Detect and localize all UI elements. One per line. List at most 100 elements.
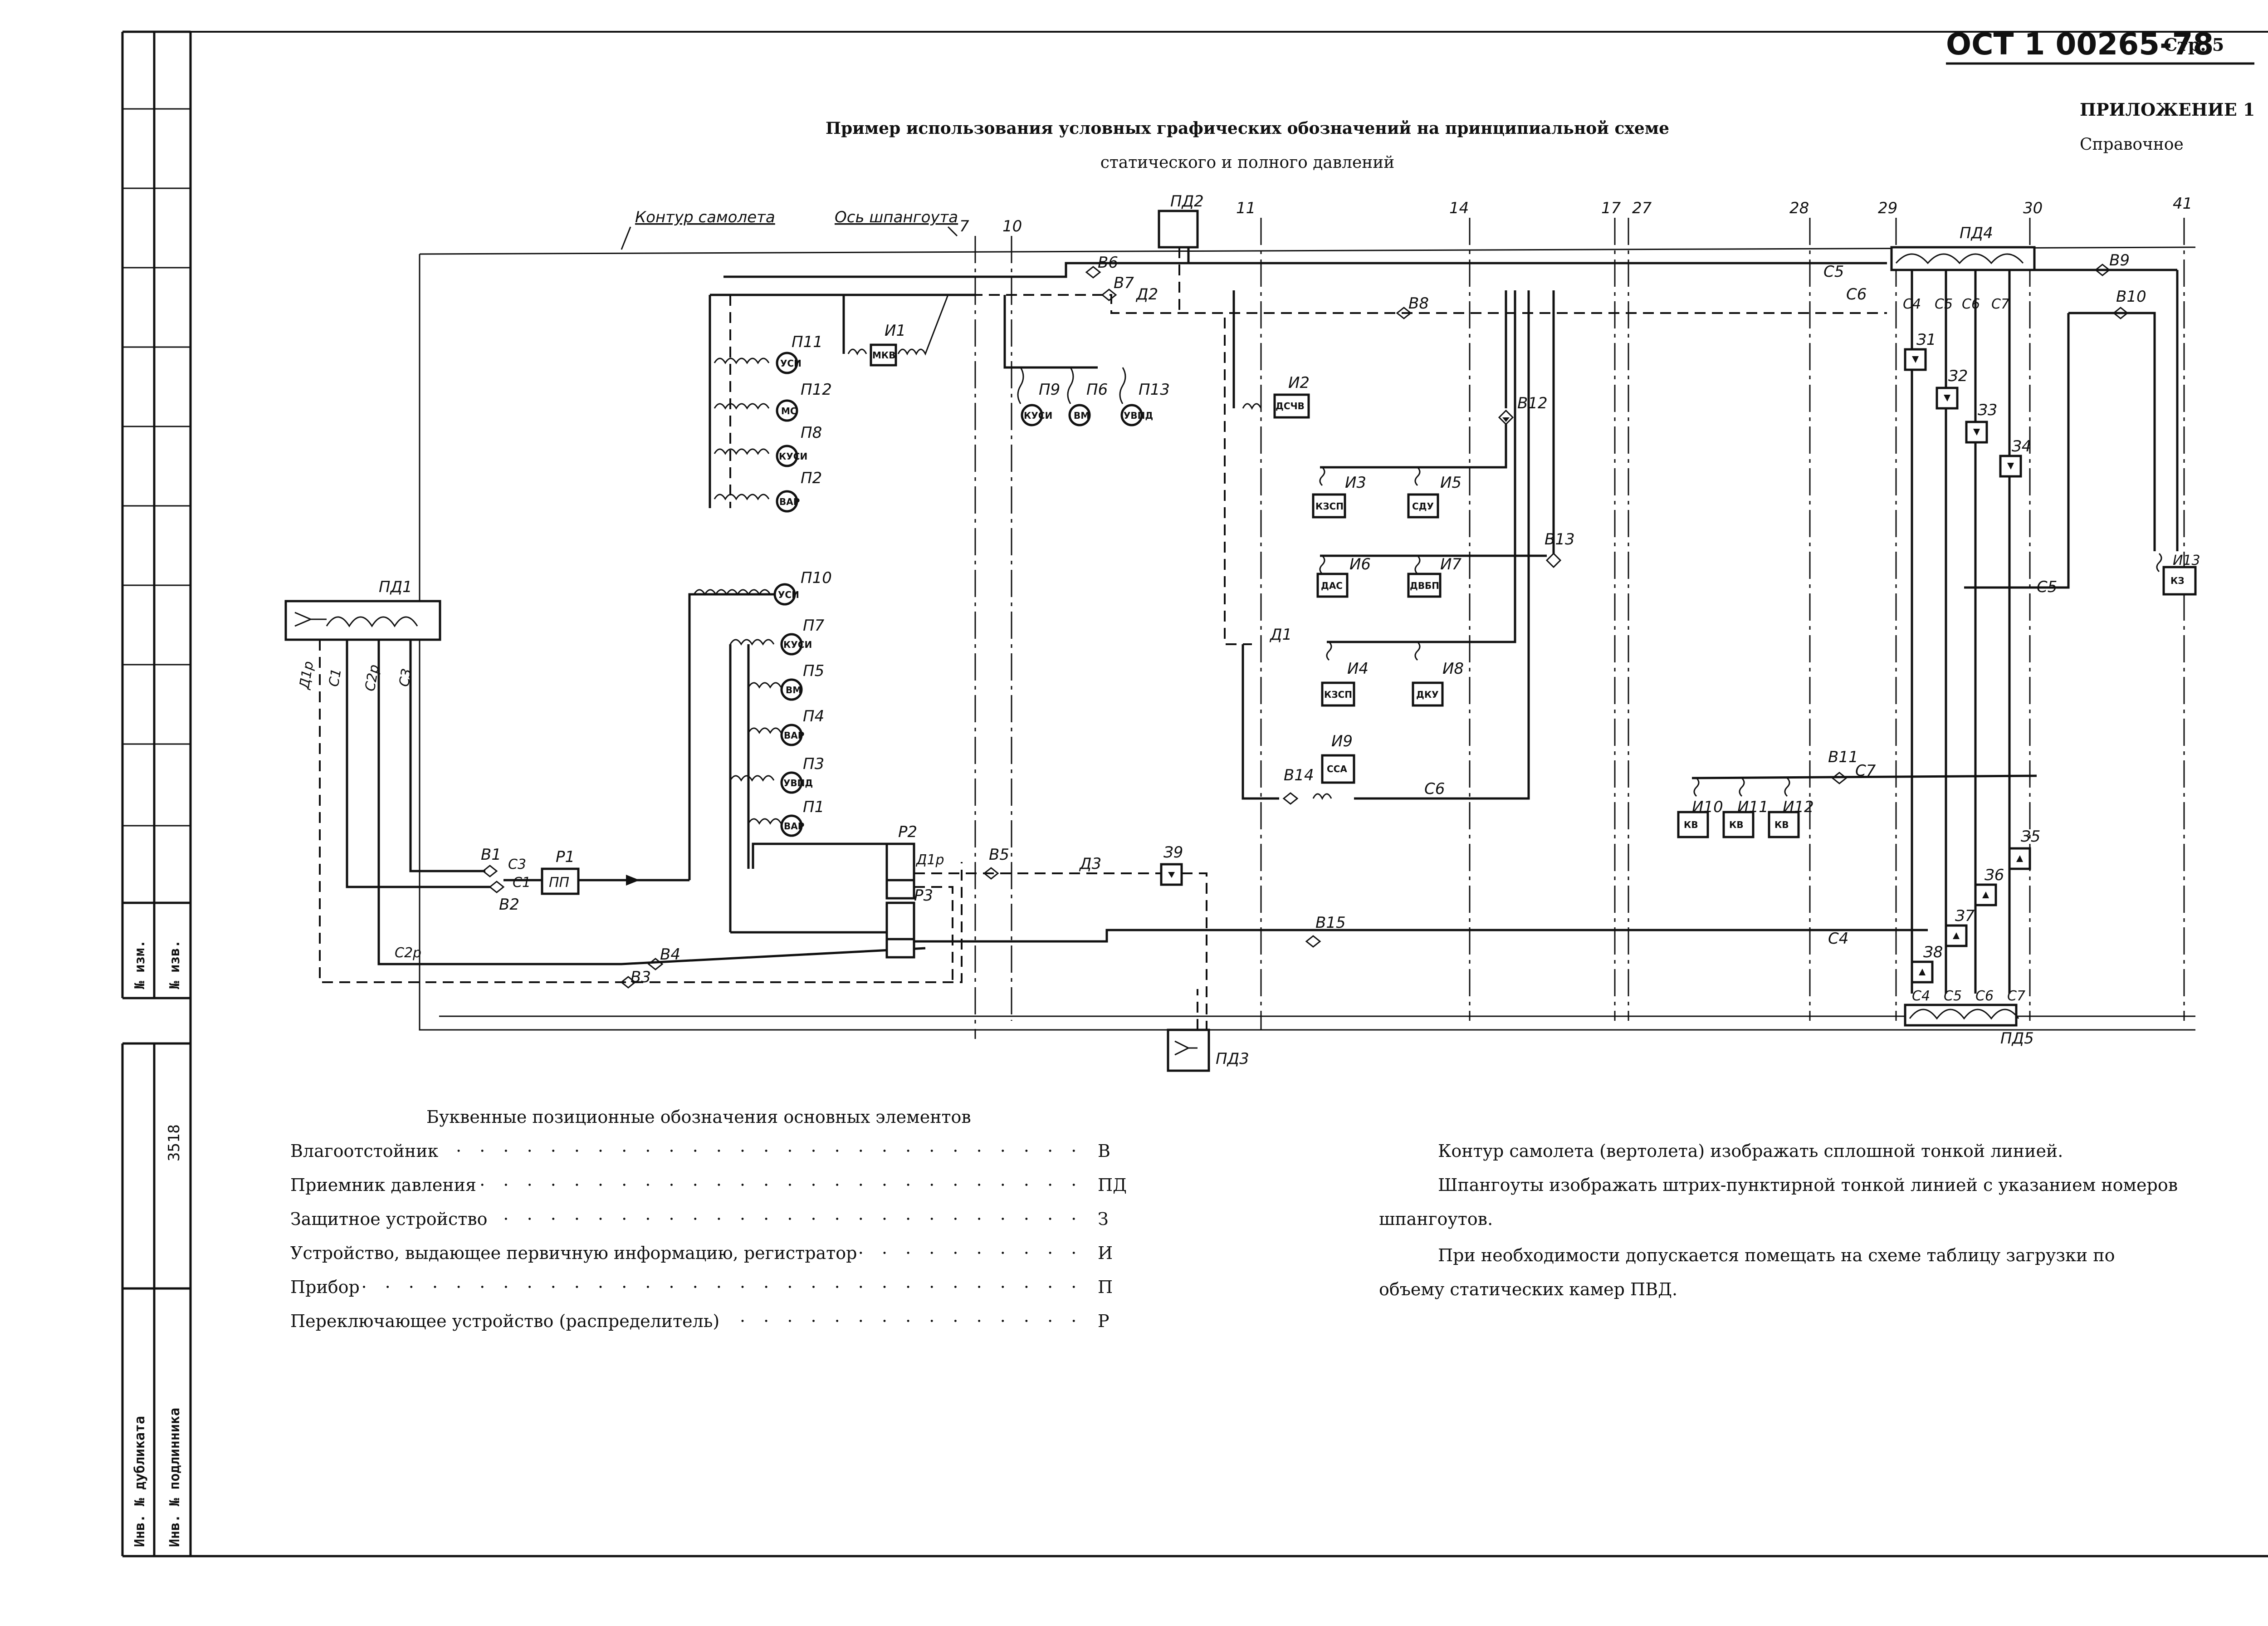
svg-text:В9: В9 — [2109, 251, 2130, 269]
svg-text:И13: И13 — [2173, 553, 2200, 568]
legend-row-code: Р — [1098, 1311, 1110, 1331]
schematic-diagram: Контур самолета Ось шпангоута 7 10 11 14… — [284, 192, 2200, 1072]
svg-text:П9: П9 — [1039, 381, 1060, 399]
note-2a: Шпангоуты изображать штрих-пунктирной то… — [1438, 1175, 2178, 1195]
svg-text:ВМ: ВМ — [1074, 410, 1090, 421]
svg-text:ВМ: ВМ — [786, 685, 802, 695]
svg-text:Р3: Р3 — [914, 886, 933, 905]
legend-row-code: ПД — [1098, 1175, 1127, 1195]
figure-title-line1: Пример использования условных графически… — [826, 119, 1669, 138]
svg-text:З9: З9 — [1163, 843, 1183, 862]
legend-row-2: · · · · · · · · · · · · · · · · · · · · … — [290, 1175, 1127, 1195]
svg-text:Д1р: Д1р — [296, 660, 317, 691]
svg-text:С5: С5 — [1935, 296, 1953, 312]
svg-text:С3: С3 — [396, 667, 415, 688]
appendix-type: Справочное — [2080, 135, 2184, 154]
svg-text:В13: В13 — [1545, 530, 1575, 549]
svg-text:УВПД: УВПД — [1124, 410, 1153, 421]
stamp-inv-number: 3518 — [165, 1124, 183, 1161]
legend-row-name: Защитное устройство — [290, 1209, 490, 1229]
svg-text:П5: П5 — [803, 662, 824, 680]
legend-row-code: В — [1098, 1141, 1110, 1161]
svg-text:КЗ: КЗ — [2170, 575, 2185, 586]
svg-text:КЗСП: КЗСП — [1315, 501, 1344, 512]
svg-text:ДСЧВ: ДСЧВ — [1276, 401, 1305, 411]
svg-text:И8: И8 — [1442, 660, 1464, 678]
svg-text:И12: И12 — [1783, 798, 1814, 816]
legend-row-4: · · · · · · · · · · · · · · · · · · · · … — [290, 1243, 1113, 1263]
figure-title-line2: статического и полного давлений — [1100, 153, 1395, 172]
instrument-group-lower: УСИ П10 КУСИ П7 ВМ П5 ВАР П4 УВПД П3 ВАР… — [693, 569, 832, 837]
legend-row-code: З — [1098, 1209, 1109, 1229]
note-2b: шпангоутов. — [1379, 1209, 1493, 1229]
svg-text:ДКУ: ДКУ — [1416, 689, 1439, 700]
svg-text:КВ: КВ — [1729, 819, 1744, 830]
svg-text:ПД1: ПД1 — [379, 578, 412, 596]
svg-text:С6: С6 — [1962, 296, 1980, 312]
note-3b: объему статических камер ПВД. — [1379, 1279, 1678, 1299]
svg-text:З3: З3 — [1978, 401, 1997, 419]
svg-text:ПД4: ПД4 — [1960, 224, 1993, 242]
svg-text:С7: С7 — [1855, 762, 1876, 780]
page-number: Стр. 5 — [2164, 34, 2224, 55]
stamp-izv: № изв. — [167, 940, 183, 989]
svg-text:П2: П2 — [801, 469, 822, 487]
svg-text:З2: З2 — [1948, 367, 1968, 385]
svg-text:СДУ: СДУ — [1412, 501, 1434, 512]
stamp-izm: № изм. — [132, 940, 148, 989]
svg-text:В3: В3 — [631, 968, 651, 986]
svg-text:Р2: Р2 — [898, 823, 917, 841]
legend-row-name: Влагоотстойник — [290, 1141, 441, 1161]
svg-text:14: 14 — [1449, 199, 1469, 217]
svg-text:30: 30 — [2023, 199, 2043, 217]
svg-text:З6: З6 — [1984, 866, 2004, 884]
legend-row-3: · · · · · · · · · · · · · · · · · · · · … — [290, 1209, 1109, 1229]
note-1: Контур самолета (вертолета) изображать с… — [1438, 1141, 2063, 1161]
svg-text:С5: С5 — [1823, 263, 1844, 281]
svg-text:С4: С4 — [1828, 930, 1848, 948]
svg-text:Д1р: Д1р — [915, 852, 944, 868]
legend-row-name: Прибор — [290, 1277, 362, 1297]
svg-text:МКВ: МКВ — [872, 350, 896, 361]
svg-text:С6: С6 — [1846, 285, 1867, 304]
svg-text:С6: С6 — [1975, 988, 1994, 1004]
svg-text:И6: И6 — [1349, 555, 1371, 573]
svg-text:ВАР: ВАР — [784, 821, 804, 832]
note-3a: При необходимости допускается помещать н… — [1438, 1245, 2115, 1265]
svg-text:П12: П12 — [801, 381, 832, 399]
svg-text:КВ: КВ — [1774, 819, 1789, 830]
svg-text:Д2: Д2 — [1135, 285, 1158, 304]
svg-text:В4: В4 — [660, 945, 680, 964]
svg-text:29: 29 — [1878, 199, 1897, 217]
svg-text:КУСИ: КУСИ — [783, 639, 812, 650]
svg-text:С7: С7 — [2007, 988, 2025, 1004]
svg-text:КВ: КВ — [1684, 819, 1698, 830]
protective-devices: З1 З2 З3 З4 З5 З6 З7 З8 — [1904, 331, 2040, 984]
svg-text:П7: П7 — [803, 617, 825, 635]
svg-text:КУСИ: КУСИ — [1024, 410, 1052, 421]
svg-text:П8: П8 — [801, 424, 822, 442]
doc-number: ОСТ 1 00265-78 — [1946, 27, 2214, 62]
appendix-label: ПРИЛОЖЕНИЕ 1 — [2080, 99, 2255, 120]
svg-text:ПД2: ПД2 — [1170, 192, 1204, 211]
svg-text:28: 28 — [1789, 199, 1809, 217]
svg-text:З1: З1 — [1916, 331, 1936, 349]
svg-text:С7: С7 — [1991, 296, 2009, 312]
svg-text:И2: И2 — [1288, 374, 1310, 392]
svg-text:В1: В1 — [481, 846, 501, 864]
svg-text:17: 17 — [1601, 199, 1621, 217]
svg-text:И4: И4 — [1347, 660, 1369, 678]
svg-text:П13: П13 — [1139, 381, 1170, 399]
svg-text:10: 10 — [1002, 217, 1022, 235]
svg-text:УВПД: УВПД — [783, 778, 813, 789]
svg-text:ПП: ПП — [549, 875, 569, 891]
svg-text:КУСИ: КУСИ — [779, 451, 807, 462]
legend-row-5: · · · · · · · · · · · · · · · · · · · · … — [290, 1277, 1113, 1297]
svg-text:И5: И5 — [1440, 474, 1461, 492]
svg-text:ПД5: ПД5 — [2000, 1029, 2034, 1048]
legend-row-code: И — [1098, 1243, 1113, 1263]
svg-text:С5: С5 — [1944, 988, 1962, 1004]
frame-axis-label: Ось шпангоута — [835, 208, 958, 226]
svg-text:УСИ: УСИ — [778, 589, 799, 600]
